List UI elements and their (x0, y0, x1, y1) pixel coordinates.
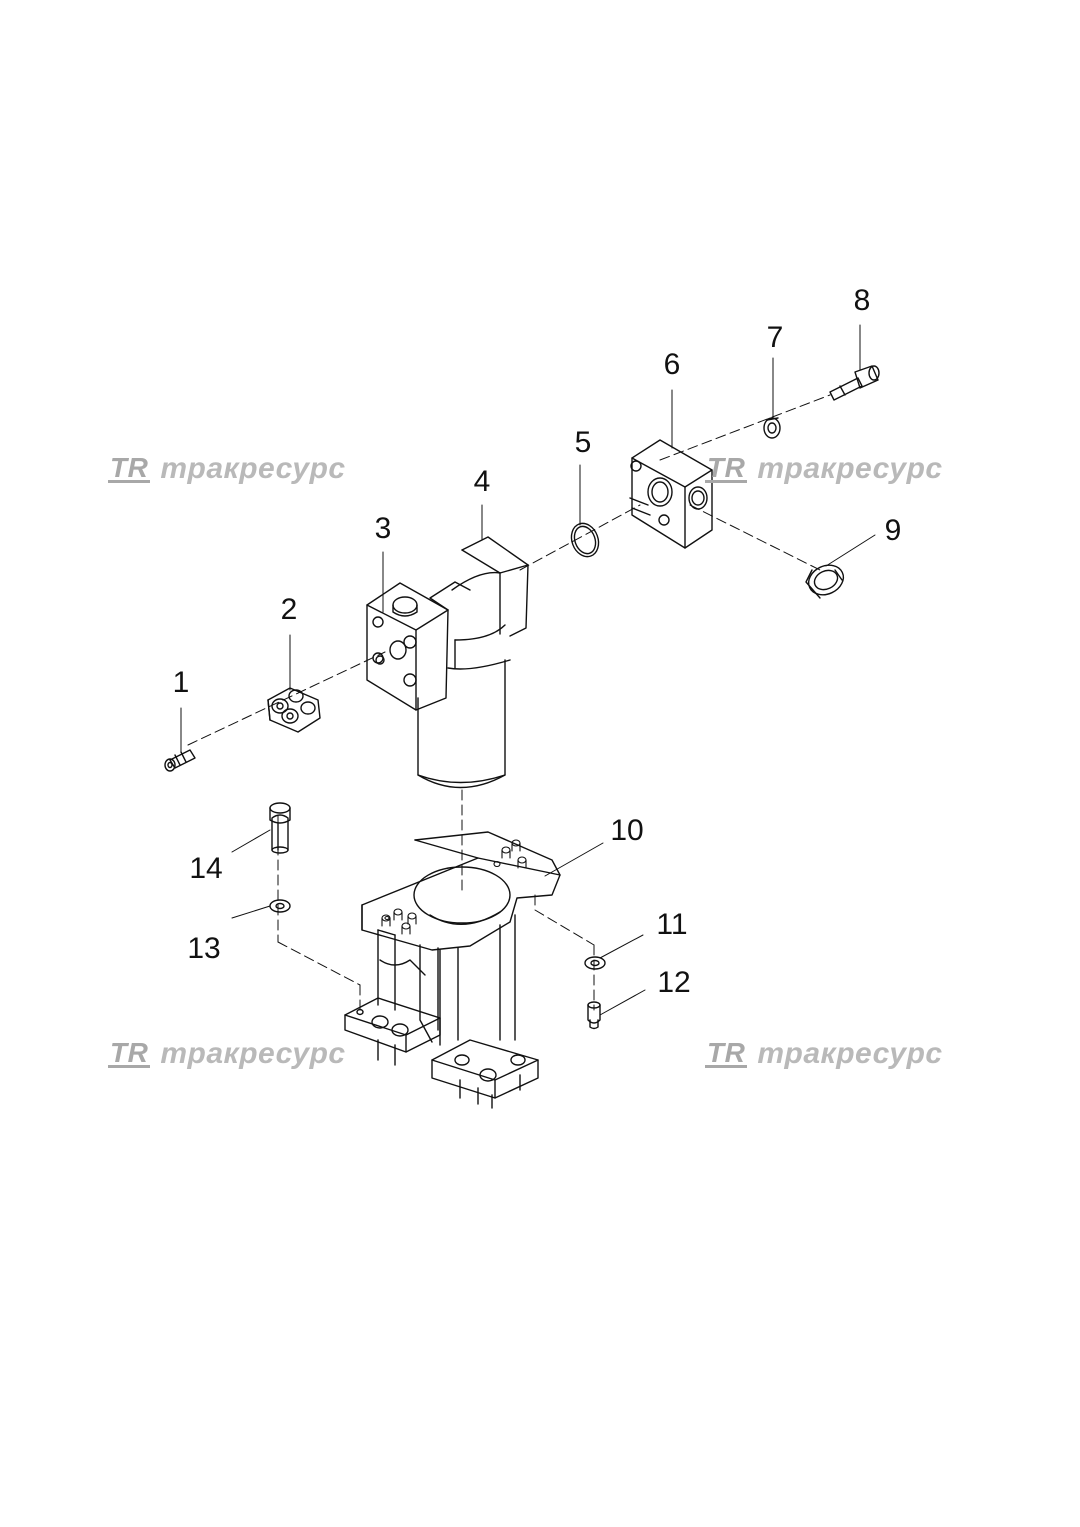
callout-11: 11 (656, 908, 687, 941)
part-9-plug (804, 560, 848, 601)
leader-lines (180, 324, 876, 1016)
callout-5: 5 (575, 426, 592, 459)
callout-2: 2 (281, 593, 298, 626)
part-4-filter-housing (418, 537, 528, 788)
watermark-text: тракресурс (757, 1037, 943, 1070)
part-12-bolt (588, 1002, 600, 1029)
watermark-logo: TR (705, 451, 748, 483)
callout-12: 12 (657, 966, 690, 999)
part-11-washer (585, 957, 605, 969)
part-1-bolt (165, 750, 195, 771)
callout-8: 8 (854, 284, 871, 317)
part-10-bracket (345, 832, 560, 1108)
callout-7: 7 (767, 321, 784, 354)
part-14-bolt (270, 803, 290, 853)
part-5-o-ring (567, 520, 603, 561)
part-7-washer (764, 418, 780, 438)
watermark-text: тракресурс (160, 452, 346, 485)
watermark-text: тракресурс (757, 452, 943, 485)
part-6-adapter-block (630, 440, 712, 548)
callout-6: 6 (664, 348, 681, 381)
part-3-filter-head (367, 582, 470, 710)
part-8-bolt (830, 366, 879, 400)
watermark: TR тракресурс (108, 1037, 346, 1071)
assembly-lines (187, 394, 831, 1011)
callout-14: 14 (189, 852, 222, 885)
callout-3: 3 (375, 512, 392, 545)
callout-4: 4 (474, 465, 491, 498)
watermark-logo: TR (108, 451, 151, 483)
watermark-logo: TR (108, 1036, 151, 1068)
part-2-hex-plug (268, 688, 320, 732)
watermark-text: тракресурс (160, 1037, 346, 1070)
callout-13: 13 (187, 932, 220, 965)
callout-labels: 1 2 3 4 5 6 7 8 9 10 11 12 13 14 (173, 284, 902, 999)
watermark: TR тракресурс (705, 1037, 943, 1071)
callout-9: 9 (885, 514, 902, 547)
watermark-logo: TR (705, 1036, 748, 1068)
callout-10: 10 (610, 814, 643, 847)
watermark: TR тракресурс (108, 452, 346, 486)
callout-1: 1 (173, 666, 190, 699)
part-13-washer (270, 900, 290, 912)
watermark: TR тракресурс (705, 452, 943, 486)
